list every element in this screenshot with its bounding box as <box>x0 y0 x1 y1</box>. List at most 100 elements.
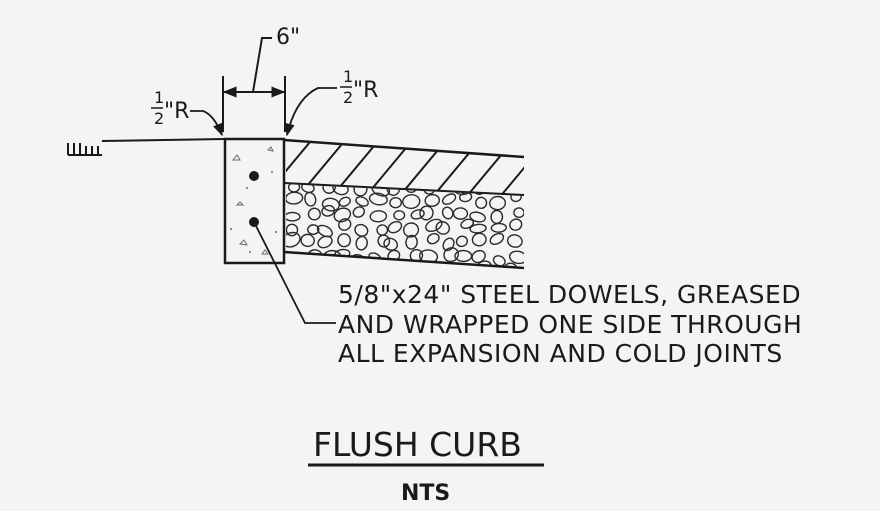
aggregate-stone <box>322 183 336 194</box>
aggregate-stone <box>289 261 302 268</box>
aggregate-stone <box>490 222 507 233</box>
aggregate-stone <box>489 232 505 246</box>
aggregate-stone <box>286 223 299 237</box>
aggregate-stone <box>407 266 424 268</box>
svg-text:1: 1 <box>154 88 164 107</box>
svg-text:2: 2 <box>343 88 353 107</box>
aggregate-stone <box>426 232 440 245</box>
svg-text:AND WRAPPED ONE SIDE THROUGH: AND WRAPPED ONE SIDE THROUGH <box>338 310 802 339</box>
aggregate-stone <box>443 247 459 263</box>
aggregate-stone <box>490 209 504 225</box>
aggregate-stone <box>383 267 402 268</box>
dowel-note: 5/8"x24" STEEL DOWELS, GREASED AND WRAPP… <box>338 280 802 368</box>
aggregate-stone <box>471 232 487 247</box>
aggregate-stone <box>286 211 301 222</box>
aggregate-stone <box>356 265 372 268</box>
width-dimension <box>222 37 286 132</box>
aggregate-stone <box>355 196 369 207</box>
aggregate-stone <box>424 193 441 207</box>
aggregate-stone <box>387 220 403 234</box>
aggregate-stone <box>508 250 524 265</box>
aggregate-stone <box>321 204 336 217</box>
aggregate-stone <box>307 207 321 221</box>
svg-text:1: 1 <box>343 67 353 86</box>
svg-text:ALL EXPANSION AND COLD JOINTS: ALL EXPANSION AND COLD JOINTS <box>338 339 783 368</box>
aggregate-stone <box>475 196 488 210</box>
asphalt-pavement <box>283 138 525 196</box>
aggregate-stone <box>460 218 475 230</box>
aggregate-stone <box>389 196 403 209</box>
aggregate-stone <box>435 221 451 235</box>
aggregate-stone <box>354 223 369 237</box>
aggregate-stone <box>506 234 523 248</box>
aggregate-stone <box>371 263 387 268</box>
concrete-curb <box>223 137 286 265</box>
aggregate-stone <box>402 194 421 210</box>
aggregate-stone <box>368 192 388 206</box>
aggregate-stone <box>337 233 352 248</box>
aggregate-stone <box>317 235 333 249</box>
svg-text:"R: "R <box>353 78 378 103</box>
aggregate-stone <box>333 266 349 268</box>
aggregate-stone <box>422 183 436 195</box>
aggregate-stone <box>410 209 425 220</box>
aggregate-stone <box>300 233 315 248</box>
aggregate-stone <box>402 222 420 238</box>
aggregate-stone <box>471 249 486 264</box>
aggregate-stone <box>306 263 322 268</box>
aggregate-stone <box>286 231 301 248</box>
aggregate-stone <box>352 206 366 218</box>
aggregate-stone <box>321 197 340 212</box>
aggregate-stone <box>458 191 473 203</box>
aggregate-stone <box>338 218 352 231</box>
aggregate-stone <box>286 191 304 205</box>
aggregate-stone <box>460 264 475 268</box>
aggregate-stone <box>441 193 457 205</box>
aggregate-stone <box>316 224 333 238</box>
detail-title: FLUSH CURB <box>313 425 522 464</box>
aggregate-stone <box>393 210 406 221</box>
aggregate-stone <box>351 253 367 268</box>
aggregate-stone <box>419 205 434 221</box>
aggregate-stone <box>353 183 368 197</box>
aggregate-stone <box>489 195 507 211</box>
aggregate-stone <box>371 183 391 197</box>
radius-callout-right: 1 2 "R <box>284 67 378 137</box>
aggregate-stone <box>513 207 524 219</box>
aggregate-stone <box>442 237 455 252</box>
svg-text:"R: "R <box>164 99 189 124</box>
aggregate-stone <box>422 263 438 268</box>
aggregate-stone <box>332 183 349 196</box>
aggregate-stone <box>469 211 486 223</box>
aggregate-stone <box>377 234 391 248</box>
aggregate-stone <box>509 218 523 231</box>
aggregate-stone <box>304 191 317 207</box>
aggregate-stone <box>333 207 352 223</box>
svg-text:2: 2 <box>154 109 164 128</box>
aggregate-stone <box>355 235 368 251</box>
aggregate-stone <box>510 191 522 203</box>
aggregate-stone <box>376 224 389 236</box>
aggregate-stone <box>475 260 493 268</box>
svg-text:5/8"x24" STEEL DOWELS, GREASED: 5/8"x24" STEEL DOWELS, GREASED <box>338 280 801 309</box>
aggregate-stone <box>441 206 454 220</box>
aggregate-stone <box>455 235 469 248</box>
grade-line <box>101 138 226 142</box>
aggregate-stone <box>338 196 351 207</box>
ground-symbol <box>67 143 102 156</box>
aggregate-stone <box>307 224 320 235</box>
dowel-note-leader <box>253 221 336 324</box>
aggregate-stone <box>452 207 469 220</box>
aggregate-stone <box>405 234 418 250</box>
aggregate-stone <box>503 262 518 268</box>
dowel-upper <box>249 171 259 181</box>
aggregate-stone <box>439 264 453 268</box>
width-dimension-label: 6" <box>276 25 300 50</box>
aggregate-stone <box>286 253 300 266</box>
aggregate-stone <box>383 237 398 251</box>
radius-callout-left: 1 2 "R <box>151 88 223 137</box>
aggregate-stone <box>369 210 388 223</box>
scale-note: NTS <box>401 481 450 506</box>
aggregate-stone <box>318 265 336 268</box>
